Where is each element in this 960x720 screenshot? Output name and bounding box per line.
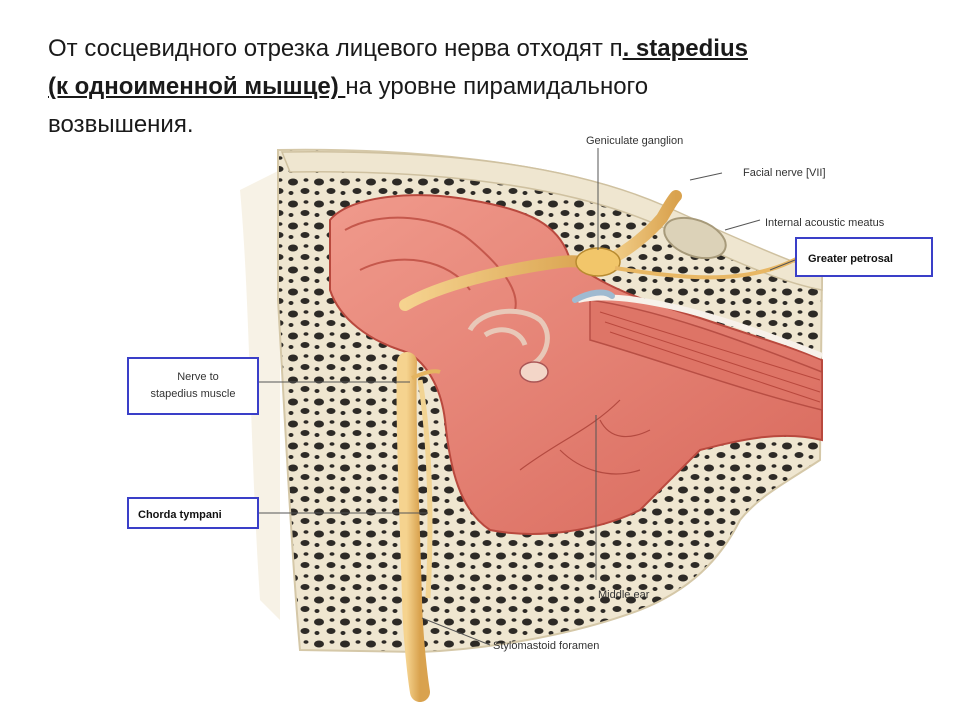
label-stylomastoid-foramen: Stylomastoid foramen — [493, 640, 599, 652]
label-internal-acoustic-meatus: Internal acoustic meatus — [765, 217, 885, 229]
cortical-band — [280, 151, 823, 291]
highlight-box-chorda-tympani — [127, 497, 259, 529]
label-chorda-tympani: Chorda tympani — [138, 509, 222, 521]
facial-nerve-meatal — [599, 190, 682, 268]
label-greater-petrosal: Greater petrosal — [808, 253, 893, 265]
stapes-footplate — [519, 361, 549, 383]
label-nerve-to-stapedius-2: stapedius muscle — [151, 388, 236, 400]
facial-nerve-mastoid — [396, 352, 430, 702]
text-bold-stapedius: . stapedius — [622, 35, 748, 62]
tensor-striations — [599, 311, 821, 403]
stapedius-nerve — [411, 369, 441, 380]
label-geniculate-ganglion: Geniculate ganglion — [586, 135, 683, 147]
tensor-tendon — [572, 289, 615, 303]
highlight-box-greater-petrosal — [795, 237, 933, 277]
geniculate-ganglion — [575, 247, 621, 277]
faded-bone-left — [240, 170, 280, 620]
text-part-3: возвышения. — [48, 111, 194, 138]
label-nerve-to-stapedius-1: Nerve to — [177, 371, 219, 383]
text-part-2: на уровне пирамидального — [345, 73, 649, 100]
highlight-box-nerve-to-stapedius — [127, 357, 259, 415]
label-facial-nerve: Facial nerve [VII] — [743, 167, 826, 179]
chorda-tympani-nerve — [417, 379, 433, 599]
stapes — [467, 308, 550, 368]
label-middle-ear: Middle ear — [598, 589, 650, 601]
slide-paragraph: От сосцевидного отрезка лицевого нерва о… — [48, 30, 928, 144]
internal-acoustic-meatus-opening — [663, 216, 727, 260]
text-bold-muscle: (к одноименной мышце) — [48, 73, 346, 100]
leader-lines — [258, 148, 796, 646]
text-part-1: От сосцевидного отрезка лицевого нерва о… — [48, 35, 623, 62]
